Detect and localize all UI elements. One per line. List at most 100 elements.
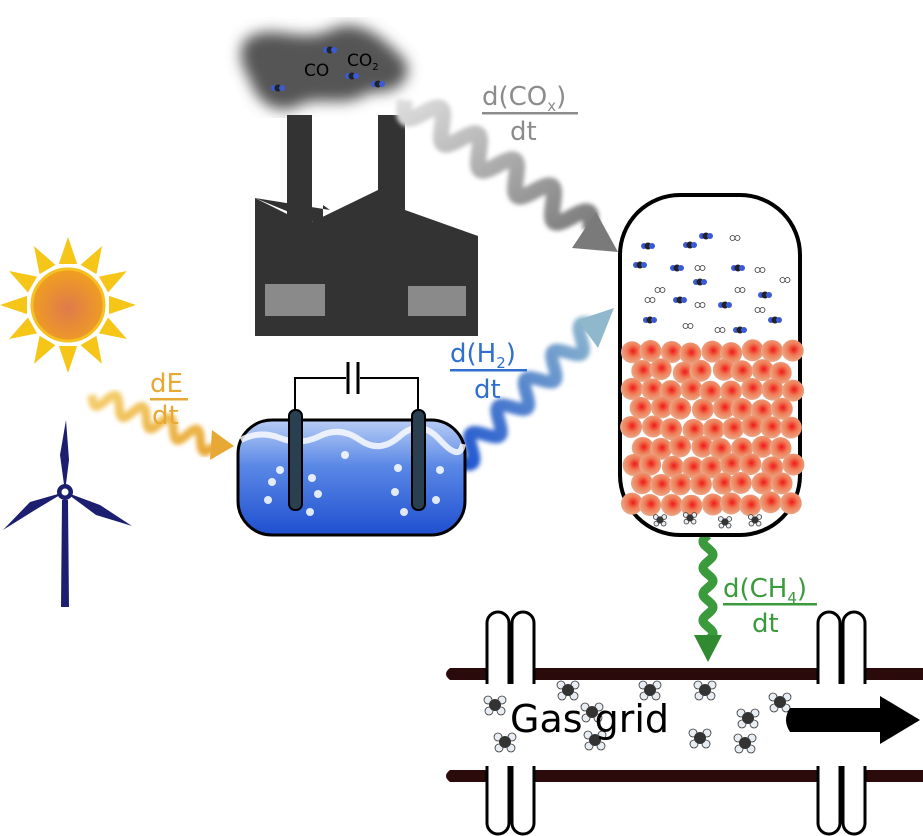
ch4-rate-label: d(CH4) dt — [723, 574, 817, 639]
catalyst-particle — [719, 453, 742, 476]
catalyst-particle — [769, 361, 792, 384]
factory-icon — [255, 115, 478, 336]
catalyst-particle — [650, 473, 673, 496]
sun-ray — [9, 317, 38, 339]
catalyst-particle — [779, 416, 802, 439]
electrode — [288, 409, 303, 511]
catalyst-particle — [720, 492, 743, 515]
catalyst-particle — [639, 339, 662, 362]
gas-grid-pipe: Gas grid — [442, 610, 923, 836]
catalyst-particle — [689, 473, 712, 496]
catalyst-particle — [669, 397, 692, 420]
catalyst-particle — [701, 340, 724, 363]
catalyst-particle — [682, 418, 705, 441]
svg-text:d(H2): d(H2) — [450, 339, 516, 372]
sun-ray — [98, 271, 127, 293]
svg-text:dt: dt — [752, 609, 779, 639]
h2-rate-label: d(H2) dt — [450, 339, 527, 405]
catalyst-particle — [751, 435, 774, 458]
catalyst-particle — [741, 415, 764, 438]
sun-ray — [80, 246, 102, 275]
catalyst-particle — [680, 494, 703, 517]
catalyst-particle — [781, 339, 804, 362]
svg-text:d(CH4): d(CH4) — [723, 574, 807, 607]
catalyst-particle — [761, 378, 784, 401]
energy-arrowhead — [210, 430, 234, 460]
catalyst-particle — [751, 359, 774, 382]
co-label: CO — [304, 61, 329, 81]
catalyst-particle — [712, 397, 735, 420]
catalyst-particle — [630, 472, 653, 495]
svg-text:dE: dE — [150, 369, 183, 399]
wind-turbine-icon — [3, 420, 132, 607]
catalyst-particle — [759, 491, 782, 514]
catalyst-particle — [702, 418, 725, 441]
gas-grid-label: Gas grid — [510, 697, 669, 741]
catalyst-particle — [719, 380, 742, 403]
ch4-arrowhead — [694, 635, 722, 662]
cox-rate-label: d(COx) dt — [482, 82, 578, 147]
cox-flow-arrow — [395, 99, 600, 231]
catalyst-particle — [689, 359, 712, 382]
catalyst-particle — [760, 339, 783, 362]
catalyst-particle — [741, 339, 764, 362]
catalyst-particle — [641, 378, 664, 401]
factory-window — [408, 286, 466, 316]
catalyst-particle — [720, 342, 743, 365]
ch4-flow-arrow — [698, 531, 718, 644]
catalyst-particle — [769, 437, 792, 460]
methanation-reactor — [618, 193, 805, 537]
catalyst-particle — [649, 358, 672, 381]
catalyst-particle — [620, 415, 643, 438]
co2-label: CO2 — [347, 51, 379, 73]
sun-ray — [98, 317, 127, 339]
catalyst-particle — [760, 416, 783, 439]
catalyst-particle — [761, 456, 784, 479]
catalyst-particle — [699, 380, 722, 403]
sun-icon — [0, 237, 136, 373]
smoke-molecules — [271, 46, 385, 92]
catalyst-particle — [782, 453, 805, 476]
catalyst-particle — [631, 436, 654, 459]
svg-text:d(COx): d(COx) — [482, 82, 566, 115]
flow-direction-arrow — [786, 696, 920, 744]
sun-ray — [80, 335, 102, 364]
catalyst-particle — [639, 494, 662, 517]
catalyst-particle — [770, 472, 793, 495]
catalyst-particle — [751, 472, 774, 495]
catalyst-particle — [739, 494, 762, 517]
svg-text:dt: dt — [152, 401, 179, 431]
catalyst-particle — [782, 379, 805, 402]
catalyst-particle — [659, 380, 682, 403]
catalyst-particle — [680, 378, 703, 401]
catalyst-particle — [681, 456, 704, 479]
catalyst-particle — [620, 492, 643, 515]
catalyst-particle — [750, 399, 773, 422]
energy-flow-arrow — [87, 390, 217, 457]
electrolyzer — [236, 362, 467, 537]
sun-ray — [58, 345, 78, 373]
catalyst-particle — [701, 493, 724, 516]
cox-arrowhead — [572, 212, 618, 252]
sun-ray — [0, 295, 28, 315]
catalyst-particle — [660, 341, 683, 364]
electrode — [411, 409, 426, 511]
catalyst-particle — [660, 493, 683, 516]
svg-text:dt: dt — [510, 117, 537, 147]
catalyst-particle — [669, 473, 692, 496]
factory-window — [265, 284, 325, 316]
catalyst-particle — [712, 472, 735, 495]
catalyst-particle — [740, 377, 763, 400]
catalyst-particle — [629, 396, 652, 419]
catalyst-particle — [661, 455, 684, 478]
catalyst-particle — [699, 456, 722, 479]
catalyst-particle — [622, 454, 645, 477]
h2-flow-arrow — [456, 316, 597, 471]
catalyst-particle — [650, 437, 673, 460]
catalyst-particle — [721, 417, 744, 440]
catalyst-particle — [639, 453, 662, 476]
catalyst-particle — [660, 418, 683, 441]
catalyst-particle — [620, 377, 643, 400]
sun-ray — [108, 295, 136, 315]
